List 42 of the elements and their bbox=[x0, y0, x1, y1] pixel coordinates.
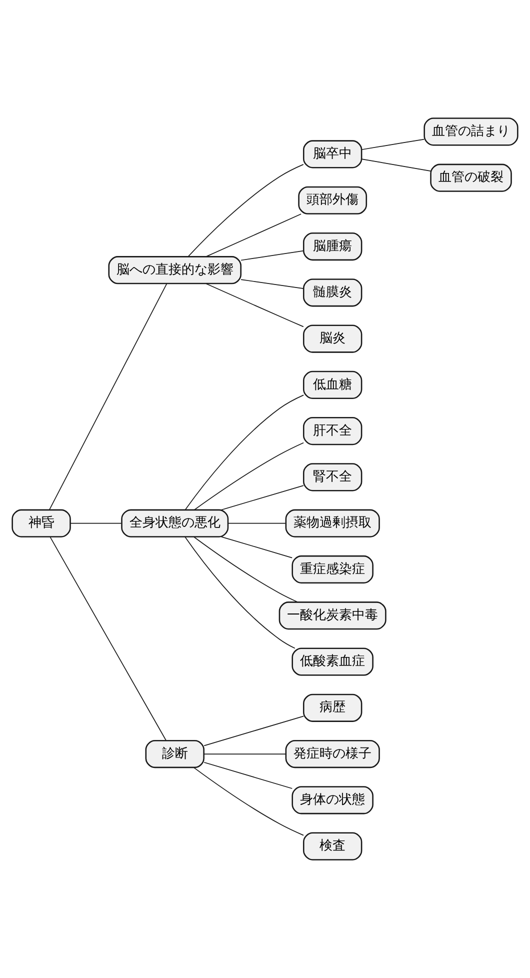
node-box: 一酸化炭素中毒 bbox=[278, 602, 386, 630]
connector bbox=[204, 716, 304, 746]
node-box: 脳への直接的な影響 bbox=[108, 256, 242, 284]
node-box: 発症時の様子 bbox=[285, 740, 380, 768]
node-box: 脳卒中 bbox=[302, 140, 362, 168]
node-box: 神昏 bbox=[12, 509, 71, 538]
node-box: 血管の破裂 bbox=[430, 164, 512, 192]
connector bbox=[194, 536, 298, 602]
node-box: 全身状態の悪化 bbox=[121, 509, 229, 538]
connector bbox=[204, 762, 293, 789]
connector bbox=[70, 522, 122, 524]
connector bbox=[188, 164, 304, 257]
connector bbox=[361, 138, 425, 150]
connector bbox=[184, 536, 296, 649]
node-box: 検査 bbox=[302, 832, 362, 860]
node-box: 脳腫瘍 bbox=[302, 232, 362, 261]
connector bbox=[194, 442, 304, 510]
node-box: 重症感染症 bbox=[292, 555, 374, 584]
node-box: 腎不全 bbox=[302, 463, 362, 492]
connector bbox=[206, 283, 304, 328]
node-box: 髄膜炎 bbox=[302, 278, 362, 307]
node-box: 診断 bbox=[145, 740, 204, 768]
node-box: 低酸素血症 bbox=[292, 648, 374, 676]
node-box: 低血糖 bbox=[302, 370, 362, 399]
connector bbox=[240, 279, 304, 289]
node-box: 頭部外傷 bbox=[298, 186, 368, 214]
connector bbox=[49, 283, 168, 510]
connector bbox=[194, 767, 304, 836]
node-box: 薬物過剰摂取 bbox=[285, 509, 380, 538]
connector bbox=[184, 394, 304, 510]
node-box: 肝不全 bbox=[302, 417, 362, 446]
node-box: 病歴 bbox=[302, 694, 362, 722]
connector bbox=[220, 536, 293, 558]
node-box: 血管の詰まり bbox=[424, 118, 518, 146]
connector bbox=[361, 158, 432, 172]
connector bbox=[220, 485, 304, 510]
node-box: 脳炎 bbox=[302, 324, 362, 353]
connector bbox=[240, 250, 304, 261]
connector bbox=[228, 522, 286, 524]
node-box: 身体の状態 bbox=[292, 786, 374, 814]
connector bbox=[50, 536, 166, 741]
connector bbox=[206, 214, 302, 258]
